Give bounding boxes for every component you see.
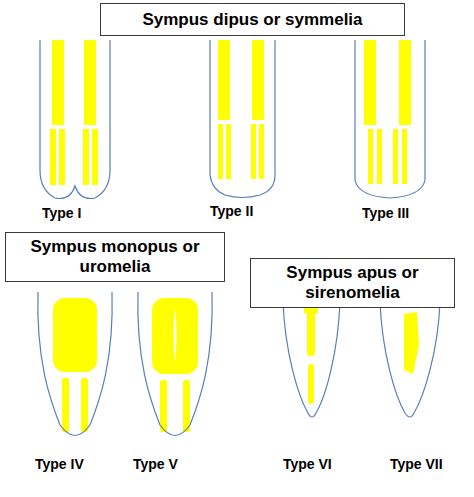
limb-outline [283,302,340,417]
rudimentary-bone [404,312,419,374]
bone [84,40,96,125]
type-label: Type VI [283,456,332,472]
heading-box: Sympus monopus or uromelia [5,232,225,282]
type-label: Type VII [390,456,443,472]
type-label: Type V [133,456,178,472]
bone [81,378,88,432]
bone [226,124,231,179]
limb-outline [355,40,425,198]
bone [59,129,65,185]
heading-text: Sympus dipus or symmelia [136,10,368,30]
limb-outline [40,40,110,199]
heading-box: Sympus apus or sirenomelia [250,258,455,308]
bone [62,378,69,432]
femur-gap [174,308,177,362]
type-label: Type IV [35,456,84,472]
bone [399,40,411,125]
bone [92,129,98,185]
bone [52,40,64,125]
type-label: Type III [362,205,409,221]
bone [368,129,373,184]
bone [252,40,264,120]
limb-outline [210,40,275,198]
bone [377,129,382,184]
bone [183,380,190,432]
femur-pair [152,298,198,374]
bone [218,124,223,179]
limb-outline [38,292,112,436]
limb-outline [138,292,212,436]
bone [160,380,167,432]
bone [259,124,264,179]
heading-box: Sympus dipus or symmelia [100,3,405,36]
bone [402,129,407,184]
fused-femur [53,298,97,372]
bone [364,40,376,125]
bone [308,364,314,404]
heading-text: Sympus monopus or uromelia [6,237,224,277]
type-label: Type I [42,205,81,221]
bone [251,124,256,179]
bone [50,129,56,185]
bone [83,129,89,185]
bone [393,129,398,184]
type-label: Type II [210,203,253,219]
limb-outline [380,302,440,417]
bone [218,40,230,120]
heading-text: Sympus apus or sirenomelia [251,263,454,303]
